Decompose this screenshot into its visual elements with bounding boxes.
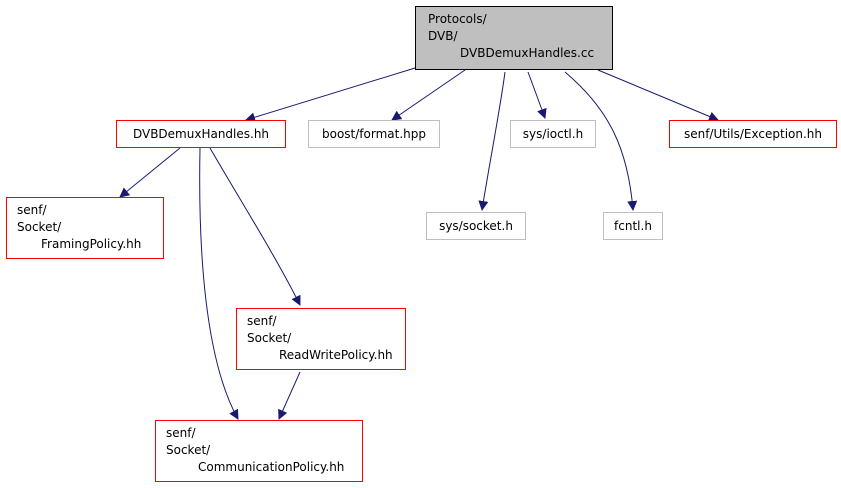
node-sys-socket-h[interactable]: sys/socket.h	[426, 212, 526, 240]
node-dvbdemuxhandles-hh[interactable]: DVBDemuxHandles.hh	[116, 120, 286, 148]
node-label-line: DVB/	[428, 29, 458, 43]
edge-root-exception	[597, 69, 719, 122]
node-label-line: senf/	[166, 426, 196, 440]
edge-root-boostformat	[391, 69, 466, 121]
node-label-line: senf/	[17, 203, 47, 217]
edge-root-dvbdemuxhh	[245, 67, 416, 123]
node-label: fcntl.h	[614, 218, 652, 233]
node-label-line: senf/	[247, 314, 277, 328]
node-boost-format-hpp[interactable]: boost/format.hpp	[308, 120, 440, 148]
edge-root-syssocket	[478, 71, 506, 211]
node-label-line: Protocols/	[428, 12, 487, 26]
node-label-line: Socket/	[247, 331, 292, 345]
node-label-line: ReadWritePolicy.hh	[279, 348, 393, 362]
node-label-line: CommunicationPolicy.hh	[198, 460, 345, 474]
node-label: boost/format.hpp	[322, 126, 426, 141]
node-label: sys/socket.h	[439, 218, 513, 233]
edge-hh-readwrite	[209, 147, 301, 306]
node-sys-ioctl-h[interactable]: sys/ioctl.h	[510, 120, 596, 148]
node-label: sys/ioctl.h	[522, 126, 584, 141]
node-readwrite-policy-hh[interactable]: senf/ Socket/ ReadWritePolicy.hh	[236, 308, 406, 370]
edge-root-fcntl	[564, 71, 638, 211]
edge-hh-framing	[119, 147, 181, 198]
node-dvbdemuxhandles-cc[interactable]: Protocols/ DVB/ DVBDemuxHandles.cc	[415, 6, 613, 70]
node-label-line: Socket/	[166, 443, 211, 457]
node-label-line: Socket/	[17, 220, 62, 234]
node-label-line: FramingPolicy.hh	[41, 237, 142, 251]
node-label-line: DVBDemuxHandles.cc	[460, 46, 595, 60]
edge-readwrite-communication	[278, 371, 301, 420]
node-label: DVBDemuxHandles.hh	[132, 126, 270, 141]
node-senf-utils-exception-hh[interactable]: senf/Utils/Exception.hh	[669, 120, 837, 148]
node-fcntl-h[interactable]: fcntl.h	[603, 212, 663, 240]
node-communication-policy-hh[interactable]: senf/ Socket/ CommunicationPolicy.hh	[155, 420, 363, 482]
node-framing-policy-hh[interactable]: senf/ Socket/ FramingPolicy.hh	[6, 197, 164, 259]
node-label: senf/Utils/Exception.hh	[683, 126, 823, 141]
edge-root-sysioctl	[527, 71, 547, 119]
edge-hh-communication	[199, 147, 239, 420]
